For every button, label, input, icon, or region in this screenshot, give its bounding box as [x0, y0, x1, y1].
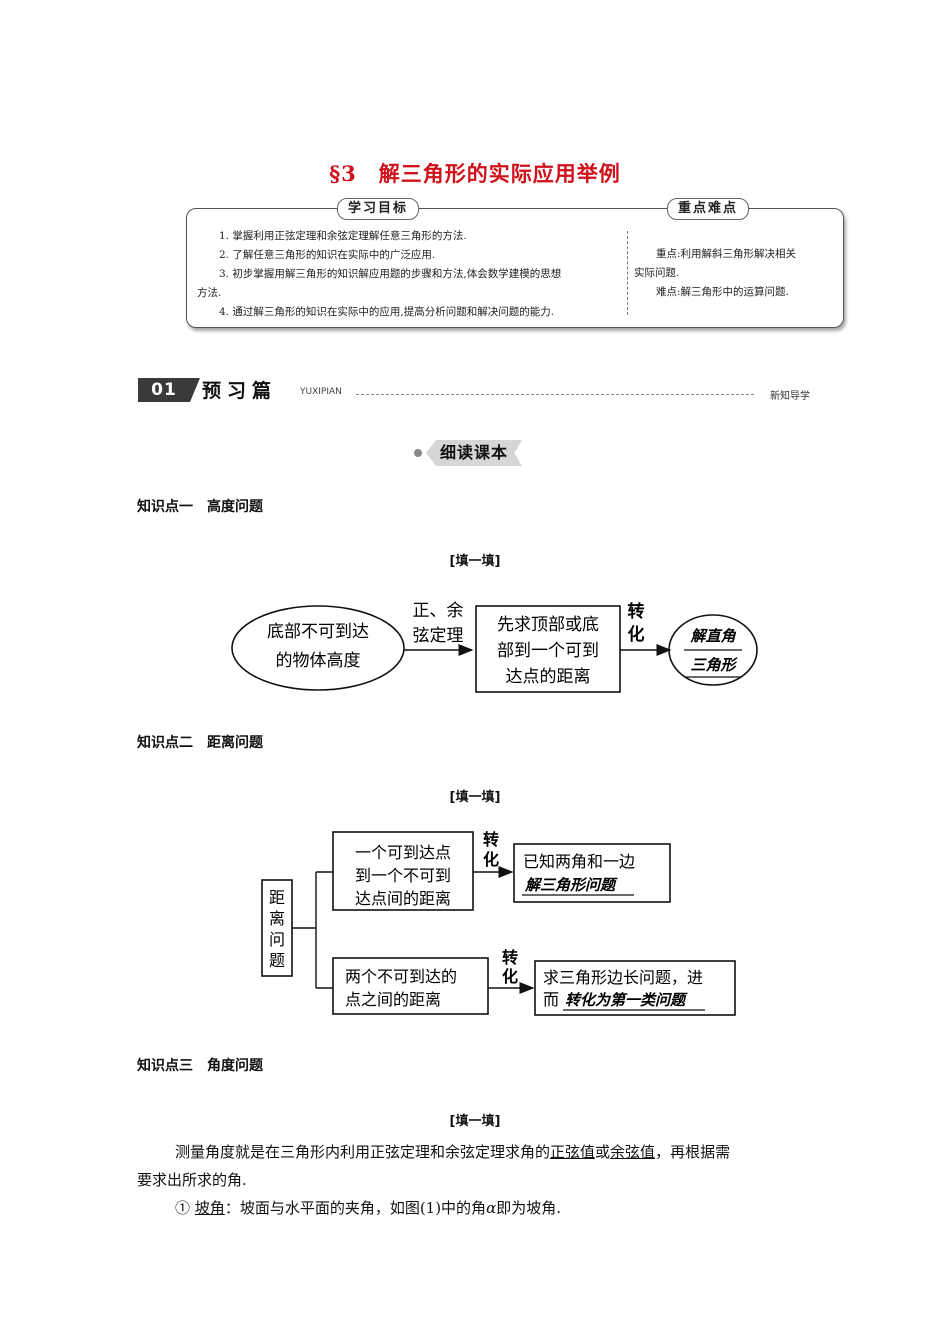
- goal-item: 2. 了解任意三角形的知识在实际中的广泛应用.: [219, 249, 436, 261]
- text: 或: [595, 1143, 611, 1161]
- result-text: 已知两角和一边: [523, 852, 635, 871]
- top-box: [332, 831, 474, 911]
- top-result-box: [513, 843, 671, 903]
- keys-label: 重点难点: [667, 198, 750, 220]
- goal-item: 3. 初步掌握用解三角形的知识解应用题的步骤和方法,体会数学建模的思想: [219, 268, 562, 280]
- kp3-paragraph: 测量角度就是在三角形内利用正弦定理和余弦定理求角的正弦值或余弦值，再根据需 要求…: [137, 1138, 814, 1222]
- kp2-fill-label: [填一填]: [449, 790, 501, 805]
- goal-item: 1. 掌握利用正弦定理和余弦定理解任意三角形的方法.: [219, 230, 467, 242]
- math-symbol: α: [486, 1199, 497, 1217]
- section-number: 01: [138, 378, 200, 402]
- section-name: 预习篇: [202, 380, 278, 402]
- divider: [627, 231, 628, 315]
- goals-label: 学习目标: [337, 198, 420, 220]
- page-title: §3 解三角形的实际应用举例: [329, 161, 621, 186]
- arrow-label: 转: [483, 830, 499, 849]
- ellipse-text: 的物体高度: [276, 651, 361, 671]
- arrow-label: 转: [502, 948, 518, 967]
- text: 要求出所求的角.: [137, 1171, 247, 1189]
- box-text: 达点的距离: [506, 667, 591, 687]
- answer-blank: 余弦值: [610, 1143, 656, 1161]
- bullet-icon: [414, 449, 422, 457]
- branch-lines: [292, 871, 333, 989]
- kp3-heading: 知识点三 角度问题: [137, 1058, 263, 1074]
- circled-number: ①: [175, 1199, 191, 1217]
- step-box: [475, 605, 621, 693]
- goal-item: 4. 通过解三角形的知识在实际中的应用,提高分析问题和解决问题的能力.: [219, 306, 555, 318]
- result-text: 解直角: [689, 627, 736, 645]
- start-ellipse: [231, 605, 405, 691]
- arrow-label: 化: [628, 624, 645, 645]
- kp1-heading: 知识点一 高度问题: [137, 499, 263, 515]
- answer-blank: 坡角: [194, 1199, 225, 1217]
- kp2-heading: 知识点二 距离问题: [137, 735, 263, 751]
- height-diagram: 底部不可到达 的物体高度 正、余 弦定理 先求顶部或底 部到一个可到 达点的距离…: [231, 601, 758, 693]
- result-text: 求三角形边长问题，进: [543, 968, 703, 987]
- result-ellipse: [668, 614, 758, 686]
- bottom-result-box: [534, 960, 736, 1016]
- text: ，再根据需: [655, 1143, 731, 1161]
- root-char: 问: [269, 930, 285, 949]
- ellipse-text: 底部不可到达: [267, 622, 369, 642]
- read-tab-label: 细读课本: [439, 443, 508, 462]
- distance-diagram: 距 离 问 题 一个可到达点 到一个不可到 达点间的距离 转 化 已知两角和一边…: [261, 830, 736, 1016]
- arrow-label: 化: [502, 967, 518, 986]
- bottom-box: [332, 957, 489, 1015]
- box-text: 先求顶部或底: [497, 615, 599, 635]
- arrow-label: 转: [628, 601, 645, 622]
- arrow-label: 正、余: [413, 601, 464, 621]
- box-text: 达点间的距离: [355, 889, 451, 908]
- root-char: 离: [269, 909, 285, 928]
- key-item: 重点:利用解斜三角形解决相关: [656, 248, 797, 260]
- root-char: 题: [269, 951, 285, 970]
- box-text: 到一个不可到: [355, 866, 451, 885]
- arrow-label: 化: [483, 850, 499, 869]
- result-text: 三角形: [690, 656, 738, 674]
- box-text: 一个可到达点: [355, 843, 451, 862]
- keys-list: 重点:利用解斜三角形解决相关 实际问题. 难点:解三角形中的运算问题.: [634, 245, 834, 302]
- goals-panel: 学习目标 重点难点 1. 掌握利用正弦定理和余弦定理解任意三角形的方法. 2. …: [186, 198, 844, 328]
- result-text: 而: [543, 990, 559, 1009]
- tab-shape: [426, 440, 522, 466]
- key-item: 实际问题.: [634, 267, 680, 279]
- goal-item: 方法.: [197, 287, 222, 299]
- root-char: 距: [269, 888, 285, 907]
- box-text: 点之间的距离: [345, 990, 441, 1009]
- box-text: 两个不可到达的: [345, 967, 457, 986]
- read-tab: 细读课本: [414, 440, 530, 466]
- text: ：坡面与水平面的夹角，如图(1)中的角: [224, 1199, 487, 1217]
- section-pinyin: YUXIPIAN: [300, 387, 342, 397]
- section-tag: 新知导学: [770, 391, 810, 402]
- text: 即为坡角.: [496, 1199, 561, 1217]
- section-header: 01 预习篇 YUXIPIAN 新知导学: [138, 378, 810, 404]
- goals-list: 1. 掌握利用正弦定理和余弦定理解任意三角形的方法. 2. 了解任意三角形的知识…: [197, 227, 622, 322]
- text: 测量角度就是在三角形内利用正弦定理和余弦定理求角的: [175, 1143, 551, 1161]
- kp3-fill-label: [填一填]: [449, 1114, 501, 1129]
- kp1-fill-label: [填一填]: [449, 554, 501, 569]
- result-text: 转化为第一类问题: [565, 991, 688, 1009]
- result-text: 解三角形问题: [524, 876, 618, 894]
- key-item: 难点:解三角形中的运算问题.: [656, 286, 789, 298]
- answer-blank: 正弦值: [550, 1143, 596, 1161]
- box-text: 部到一个可到: [497, 641, 599, 661]
- section-rule: [356, 394, 754, 395]
- arrow-label: 弦定理: [413, 626, 464, 646]
